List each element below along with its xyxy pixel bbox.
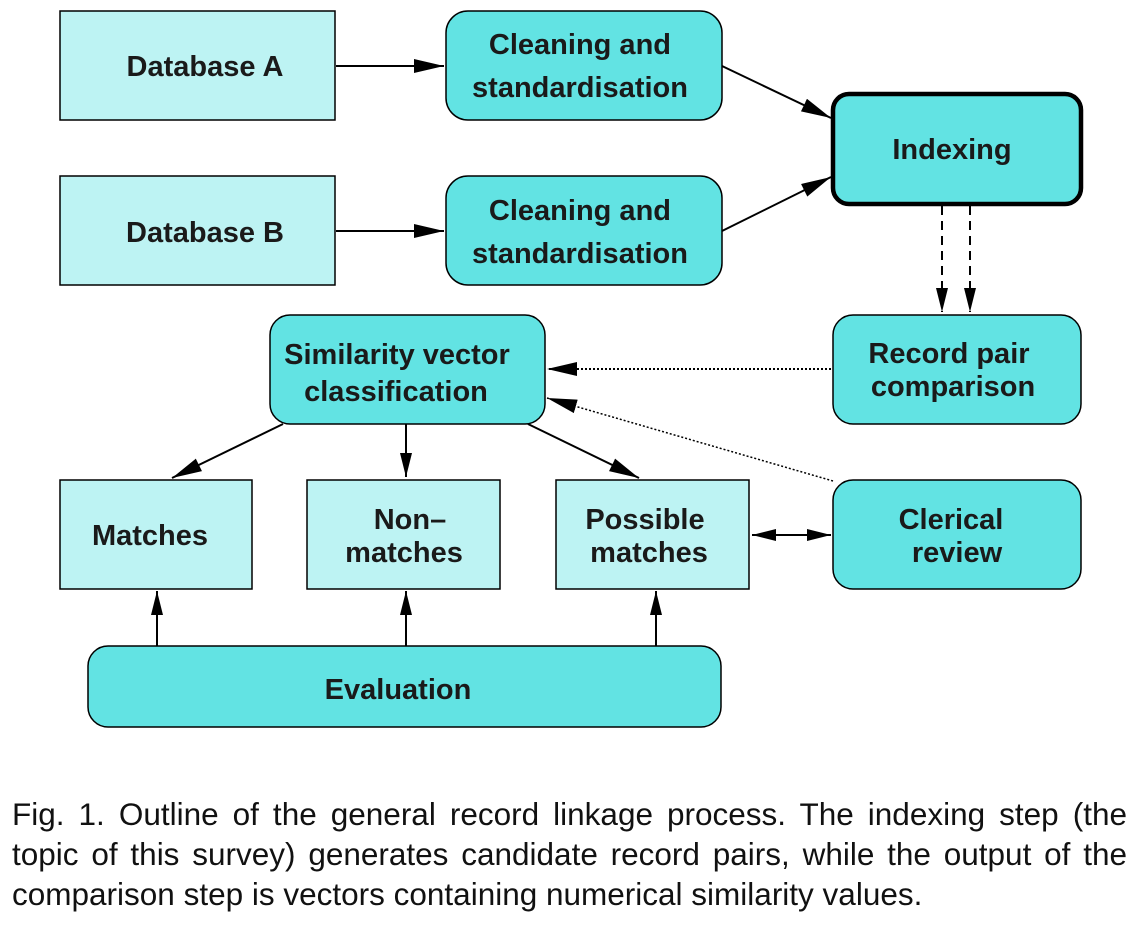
svg-text:Record pair comparison: Record pair comparison bbox=[868, 338, 1037, 403]
indexing-label: Indexing bbox=[892, 134, 1011, 166]
database-a-label: Database A bbox=[127, 51, 284, 83]
non-matches-label-line1: Non– bbox=[374, 504, 447, 536]
node-cleaning-b: Cleaning and standardisation bbox=[445, 175, 723, 286]
classification-label-line2: classification bbox=[304, 376, 488, 408]
arrow-classification-to-matches bbox=[171, 423, 284, 479]
node-similarity-vector-classification: Similarity vector classification bbox=[269, 314, 546, 425]
possible-matches-label-line2: matches bbox=[590, 537, 708, 569]
svg-text:Clerical review: Clerical review bbox=[899, 504, 1012, 569]
svg-text:Non– matches: Non– matches bbox=[345, 504, 463, 569]
svg-text:Possible matches: Possible matches bbox=[585, 504, 712, 569]
database-b-label: Database B bbox=[126, 217, 284, 249]
node-record-pair-comparison: Record pair comparison bbox=[832, 314, 1082, 425]
cleaning-a-label-line1: Cleaning and bbox=[489, 29, 671, 61]
arrow-classification-to-possible bbox=[527, 423, 640, 479]
svg-text:Indexing: Indexing bbox=[892, 134, 1011, 166]
connectors bbox=[151, 59, 976, 646]
arrow-cleaning-b-to-indexing bbox=[721, 176, 832, 232]
node-possible-matches: Possible matches bbox=[555, 479, 750, 590]
svg-text:Evaluation: Evaluation bbox=[325, 674, 472, 706]
node-database-a: Database A bbox=[59, 10, 336, 121]
record-pair-comparison-line2: comparison bbox=[871, 371, 1035, 403]
arrow-clerical-to-classification bbox=[546, 397, 834, 482]
possible-matches-label-line1: Possible bbox=[585, 504, 704, 536]
node-indexing: Indexing bbox=[830, 91, 1084, 207]
clerical-review-label-line1: Clerical bbox=[899, 504, 1004, 536]
clerical-review-label-line2: review bbox=[912, 537, 1003, 569]
node-database-b: Database B bbox=[59, 175, 336, 286]
non-matches-label-line2: matches bbox=[345, 537, 463, 569]
node-cleaning-a: Cleaning and standardisation bbox=[445, 10, 723, 121]
node-non-matches: Non– matches bbox=[306, 479, 501, 590]
evaluation-label: Evaluation bbox=[325, 674, 472, 706]
record-linkage-diagram: Database A Database B Cleaning and stand… bbox=[59, 10, 1084, 728]
cleaning-b-label-line2: standardisation bbox=[472, 238, 688, 270]
matches-label: Matches bbox=[92, 520, 208, 552]
svg-text:Database A: Database A bbox=[127, 51, 284, 83]
node-clerical-review: Clerical review bbox=[832, 479, 1082, 590]
svg-text:Cleaning and standardisa: Cleaning and standardisation bbox=[472, 195, 688, 270]
svg-text:Matches: Matches bbox=[92, 520, 208, 552]
cleaning-b-label-line1: Cleaning and bbox=[489, 195, 671, 227]
arrow-cleaning-a-to-indexing bbox=[721, 65, 832, 119]
cleaning-a-label-line2: standardisation bbox=[472, 72, 688, 104]
svg-text:Database B: Database B bbox=[126, 217, 284, 249]
classification-label-line1: Similarity vector bbox=[284, 339, 510, 371]
record-pair-comparison-line1: Record pair bbox=[868, 338, 1029, 370]
svg-text:Similarity vector classi: Similarity vector classification bbox=[284, 339, 518, 408]
figure-caption: Fig. 1. Outline of the general record li… bbox=[12, 795, 1127, 912]
node-matches: Matches bbox=[59, 479, 253, 590]
svg-text:Cleaning and standardisa: Cleaning and standardisation bbox=[472, 29, 688, 104]
node-evaluation: Evaluation bbox=[87, 645, 722, 728]
